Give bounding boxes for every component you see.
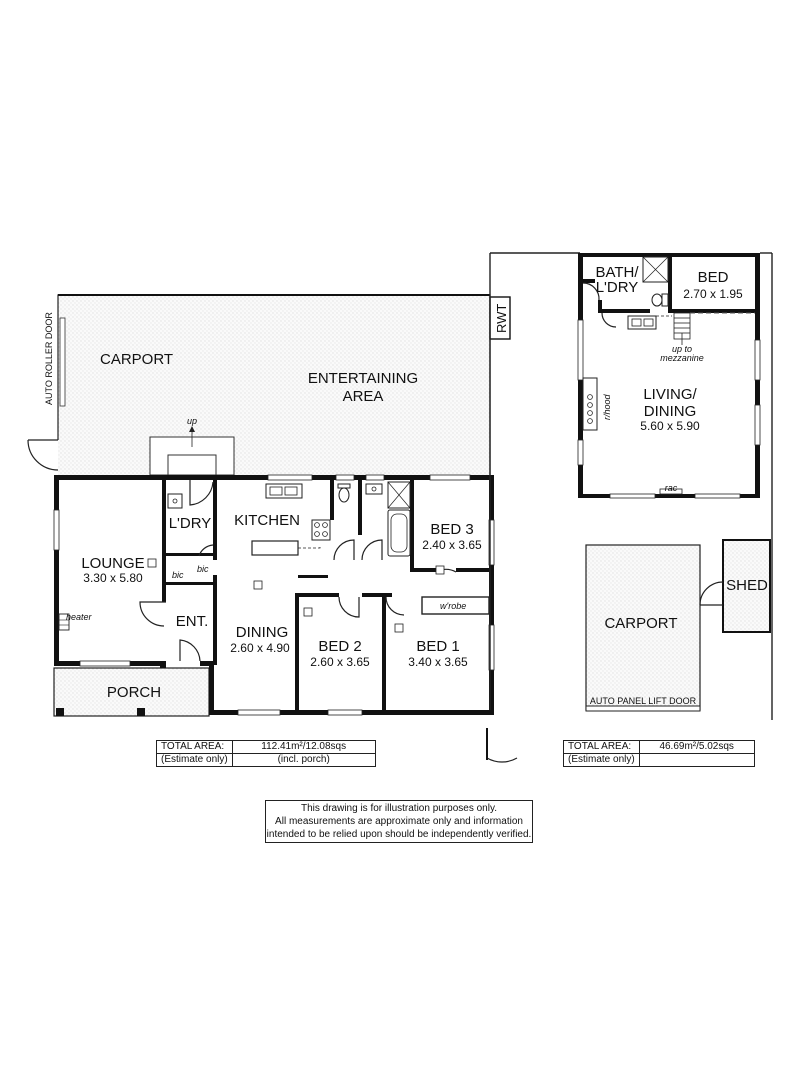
- lounge-dims: 3.30 x 5.80: [83, 571, 143, 585]
- bed2-dims: 2.60 x 3.65: [310, 655, 370, 669]
- roller-door: [59, 317, 66, 407]
- studio-bed-label: BED: [698, 269, 729, 286]
- bed3-dims: 2.40 x 3.65: [422, 538, 482, 552]
- disclaimer-line: This drawing is for illustration purpose…: [300, 803, 497, 814]
- wardrobe: [421, 596, 490, 615]
- table-row: (Estimate only): [563, 753, 755, 767]
- main-house-walls: [53, 474, 495, 716]
- fixtures-main: [58, 481, 445, 633]
- estimate-label: (Estimate only): [563, 753, 640, 767]
- lift-door-label: AUTO PANEL LIFT DOOR: [590, 696, 697, 706]
- studio-bed-dims: 2.70 x 1.95: [683, 287, 743, 301]
- carport-entertaining-area: [27, 294, 511, 476]
- door-arc: [27, 439, 59, 471]
- fixtures-studio: [582, 256, 755, 495]
- studio-area-table: TOTAL AREA: 46.69m²/5.02sqs (Estimate on…: [563, 740, 755, 767]
- living-label-line2: DINING: [644, 403, 697, 420]
- wardrobe-label: w'robe: [440, 601, 466, 611]
- bic-label-right: bic: [197, 564, 209, 574]
- bed1-dims: 3.40 x 3.65: [408, 655, 468, 669]
- up-to-label: up to: [672, 344, 692, 354]
- shed-label: SHED: [726, 577, 768, 594]
- bath-label-line2: L'DRY: [596, 279, 639, 296]
- porch-label: PORCH: [107, 684, 161, 701]
- rac-label: rac: [665, 483, 678, 493]
- main-area-table: TOTAL AREA: 112.41m²/12.08sqs (Estimate …: [156, 740, 376, 767]
- studio-carport: [585, 544, 701, 712]
- disclaimer-line: All measurements are approximate only an…: [275, 816, 523, 827]
- entry-label: ENT.: [176, 613, 209, 630]
- bed1-label: BED 1: [416, 638, 459, 655]
- table-row: TOTAL AREA: 46.69m²/5.02sqs: [563, 740, 755, 754]
- shed: [699, 539, 771, 633]
- rear-door-arc: [486, 728, 518, 763]
- disclaimer-box: This drawing is for illustration purpose…: [265, 800, 533, 843]
- rhood-label: r/hood: [602, 393, 612, 420]
- area-value: 46.69m²/5.02sqs: [638, 740, 755, 754]
- table-row: TOTAL AREA: 112.41m²/12.08sqs: [156, 740, 376, 754]
- kitchen-label: KITCHEN: [234, 512, 300, 529]
- rwt-label: RWT: [494, 304, 509, 333]
- laundry-label: L'DRY: [169, 515, 212, 532]
- living-dims: 5.60 x 5.90: [640, 419, 700, 433]
- studio-walls: [489, 252, 773, 720]
- table-row: (Estimate only) (incl. porch): [156, 753, 376, 767]
- lounge-label: LOUNGE: [81, 555, 144, 572]
- up-label: up: [187, 416, 197, 426]
- studio-carport-label: CARPORT: [604, 615, 677, 632]
- disclaimer-line: intended to be relied upon should be ind…: [266, 829, 532, 840]
- bed2-label: BED 2: [318, 638, 361, 655]
- carport-label: CARPORT: [100, 351, 173, 368]
- area-label: TOTAL AREA:: [156, 740, 233, 754]
- entertaining-label-line2: AREA: [343, 388, 384, 405]
- roller-door-label: AUTO ROLLER DOOR: [44, 312, 54, 405]
- area-label: TOTAL AREA:: [563, 740, 640, 754]
- mezzanine-label: mezzanine: [660, 353, 704, 363]
- dining-dims: 2.60 x 4.90: [230, 641, 290, 655]
- area-value: 112.41m²/12.08sqs: [231, 740, 376, 754]
- door-swings: [139, 480, 457, 662]
- bed3-label: BED 3: [430, 521, 473, 538]
- entertaining-label-line1: ENTERTAINING: [308, 370, 418, 387]
- bic-label-left: bic: [172, 570, 184, 580]
- area-note: (incl. porch): [231, 753, 376, 767]
- estimate-label: (Estimate only): [156, 753, 233, 767]
- dining-label: DINING: [236, 624, 289, 641]
- bath-label-line1: BATH/: [595, 264, 639, 281]
- living-label-line1: LIVING/: [643, 386, 697, 403]
- area-note: [638, 753, 755, 767]
- heater-label: heater: [66, 612, 93, 622]
